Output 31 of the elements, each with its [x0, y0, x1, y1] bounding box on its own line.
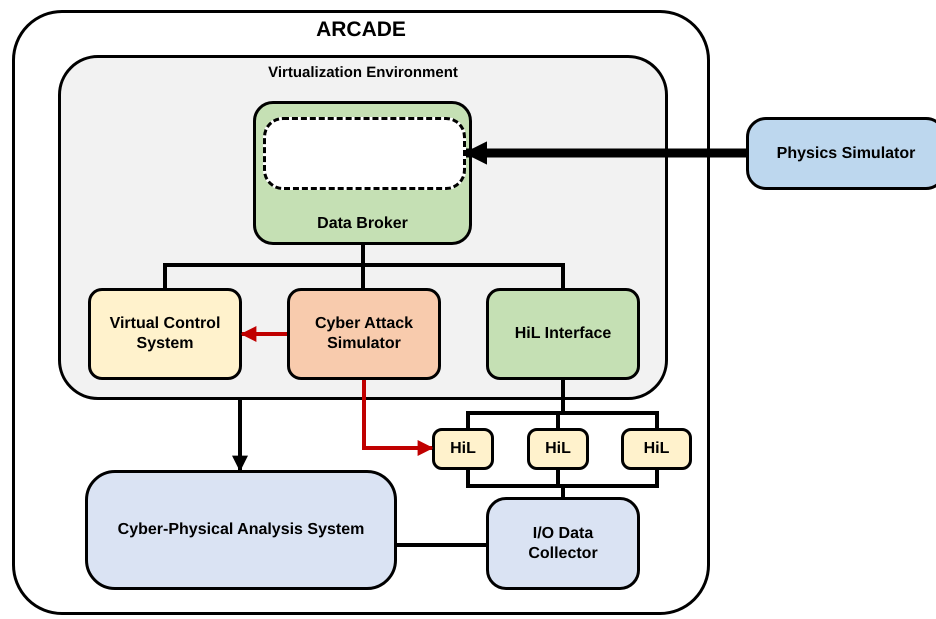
broker-box [253, 101, 472, 245]
system-container [12, 10, 710, 615]
environment-container [58, 55, 668, 400]
connector-line [397, 543, 486, 547]
arrow [362, 380, 434, 456]
hil-box [621, 428, 692, 470]
process-box [287, 288, 441, 380]
node-label: HiL [544, 439, 572, 459]
process-box [88, 288, 242, 380]
node-label: Cyber Attack Simulator [314, 314, 414, 354]
node-label: Cyber-Physical Analysis System [116, 520, 366, 540]
hil-box [527, 428, 589, 470]
node-label: HiL [449, 439, 477, 459]
node-label: I/O Data Collector [527, 524, 599, 564]
node-label: Physics Simulator [776, 144, 916, 164]
process-box [486, 497, 640, 590]
process-box [486, 288, 640, 380]
node-label: HiL Interface [514, 324, 612, 344]
node-label: Virtualization Environment [267, 64, 459, 83]
arrow [232, 400, 248, 472]
node-label: ARCADE [315, 17, 407, 43]
node-label: Virtual Control System [108, 314, 222, 354]
arrow [240, 326, 287, 342]
connector-line [561, 470, 659, 497]
dashed-box [263, 117, 466, 190]
process-box [746, 117, 936, 190]
node-label: Data Broker [316, 214, 409, 234]
node-label: HiL [642, 439, 670, 459]
process-box [85, 470, 397, 590]
arrow [464, 141, 746, 165]
hil-box [432, 428, 494, 470]
